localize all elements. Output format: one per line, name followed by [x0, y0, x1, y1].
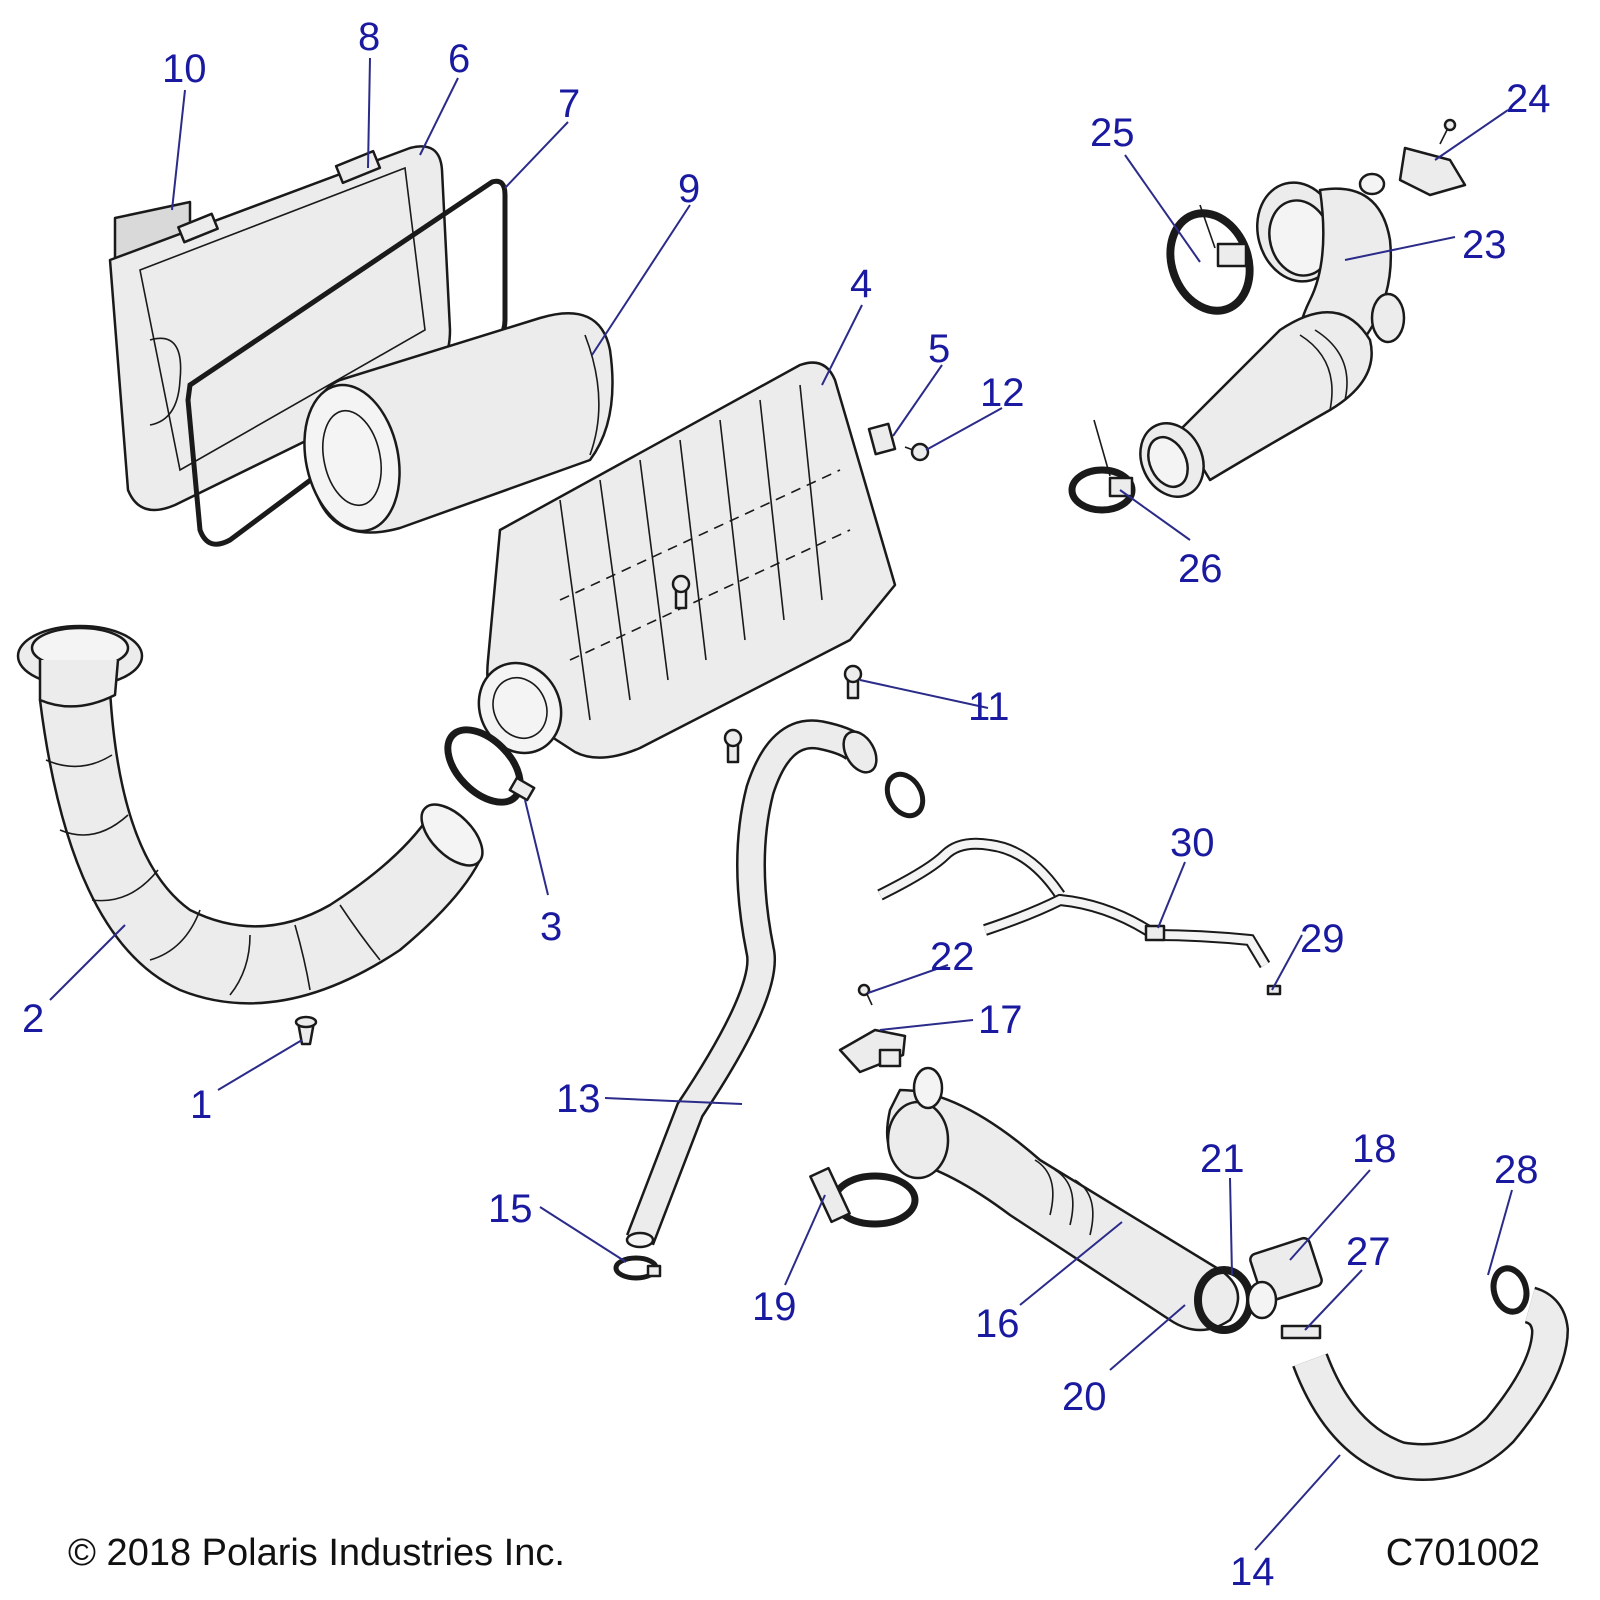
- part-intake-duct: [16, 624, 484, 1005]
- part-curved-tube: [1292, 1286, 1570, 1481]
- callout-23: 23: [1462, 223, 1507, 267]
- callout-17: 17: [978, 998, 1023, 1042]
- part-seal-27: [1280, 1324, 1322, 1340]
- part-clamp-3: [444, 726, 536, 806]
- callout-28: 28: [1494, 1148, 1539, 1192]
- part-plug: [294, 1015, 318, 1046]
- callout-26: 26: [1178, 547, 1223, 591]
- callout-2: 2: [22, 997, 44, 1041]
- part-airbox-body: [477, 361, 897, 759]
- callout-8: 8: [358, 15, 380, 59]
- callout-13: 13: [556, 1077, 601, 1121]
- part-vent-hose: [877, 837, 1271, 969]
- callout-30: 30: [1170, 821, 1215, 865]
- part-clamp-28: [1490, 1265, 1530, 1315]
- callout-5: 5: [928, 327, 950, 371]
- part-throttle-body: [1246, 1236, 1323, 1320]
- callout-16: 16: [975, 1302, 1020, 1346]
- part-hose-clamp-small: [884, 771, 926, 819]
- copyright-notice: © 2018 Polaris Industries Inc.: [68, 1532, 565, 1574]
- part-bolt-11: [671, 574, 863, 764]
- callout-10: 10: [162, 47, 207, 91]
- callout-1: 1: [190, 1083, 212, 1127]
- part-outlet-duct: [885, 1066, 1240, 1332]
- callout-6: 6: [448, 37, 470, 81]
- callout-12: 12: [980, 371, 1025, 415]
- callout-18: 18: [1352, 1127, 1397, 1171]
- part-clamp-19: [809, 1166, 919, 1228]
- callout-21: 21: [1200, 1137, 1245, 1181]
- callout-7: 7: [558, 82, 580, 126]
- callout-25: 25: [1090, 111, 1135, 155]
- callout-29: 29: [1300, 917, 1345, 961]
- part-clamp-26: [1068, 419, 1136, 514]
- part-sensor-17: [838, 1028, 907, 1074]
- callout-4: 4: [850, 262, 872, 306]
- part-bracket: [867, 422, 897, 456]
- part-air-filter: [303, 311, 614, 534]
- callout-24: 24: [1506, 77, 1551, 121]
- part-clamp-25: [1166, 204, 1254, 315]
- callout-27: 27: [1346, 1230, 1391, 1274]
- callout-19: 19: [752, 1285, 797, 1329]
- callout-labels: 1 2 3 4 5 6 7 8 9 10 11 12 13 14 15 16 1…: [22, 15, 1551, 1594]
- leader-lines: [49, 57, 1513, 1551]
- part-clamp-15: [613, 1255, 662, 1281]
- callout-9: 9: [678, 167, 700, 211]
- diagram-id: C701002: [1385, 1532, 1540, 1574]
- callout-3: 3: [540, 905, 562, 949]
- callout-11: 11: [968, 685, 1010, 729]
- part-drain-tube: [625, 719, 878, 1249]
- part-bellows-duct: [1139, 310, 1373, 498]
- callout-20: 20: [1062, 1375, 1107, 1419]
- part-elbow-duct: [1256, 172, 1406, 382]
- part-screw-12: [904, 442, 930, 462]
- callout-22: 22: [930, 935, 975, 979]
- callout-15: 15: [488, 1187, 533, 1231]
- part-screw-22: [857, 983, 873, 1006]
- part-map-sensor: [1398, 118, 1467, 197]
- callout-14: 14: [1230, 1550, 1275, 1594]
